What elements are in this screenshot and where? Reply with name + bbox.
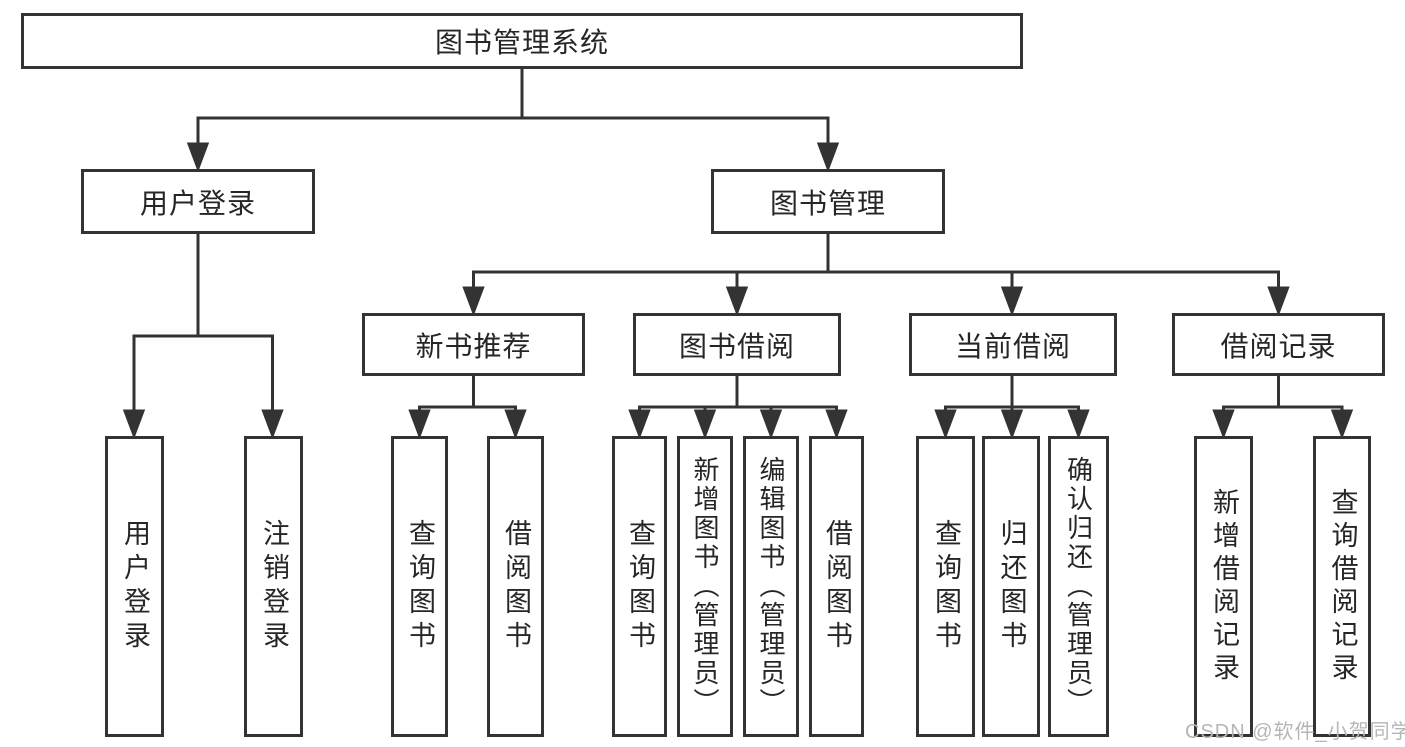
node-label: 注销登录 [259,518,289,655]
node-book-management: 图书管理 [711,169,945,234]
node-label: 图书借阅 [678,330,795,362]
node-label: 图书管理 [769,187,886,219]
leaf-add-borrow-record: 新增借阅记录 [1194,436,1253,737]
node-user-login: 用户登录 [81,169,315,234]
node-label: 图书管理系统 [434,27,609,58]
leaf-query-books-recommend: 查询图书 [391,436,448,737]
node-label: 查询借阅记录 [1327,487,1358,686]
leaf-query-books-borrow: 查询图书 [612,436,667,737]
node-book-borrow: 图书借阅 [633,313,841,376]
node-label: 用户登录 [120,518,150,655]
node-label: 编辑图书（管理员） [756,456,786,717]
leaf-logout: 注销登录 [244,436,303,737]
leaf-add-book-admin: 新增图书（管理员） [677,436,733,737]
node-label: 查询图书 [405,518,435,655]
leaf-confirm-return-admin: 确认归还（管理员） [1048,436,1109,737]
leaf-query-books-current: 查询图书 [916,436,975,737]
node-label: 借阅图书 [501,518,531,655]
leaf-user-login: 用户登录 [105,436,164,737]
node-new-book-recommend: 新书推荐 [362,313,585,376]
leaf-return-book: 归还图书 [982,436,1040,737]
node-label: 借阅图书 [822,518,852,655]
node-label: 查询图书 [931,518,961,655]
leaf-borrow-books: 借阅图书 [809,436,864,737]
leaf-borrow-books-recommend: 借阅图书 [487,436,544,737]
csdn-watermark: CSDN @软件_小贺同学 [1185,721,1405,743]
node-label: 新增借阅记录 [1209,487,1239,686]
node-label: 当前借阅 [954,330,1071,362]
leaf-query-borrow-record: 查询借阅记录 [1313,436,1371,737]
node-current-borrow: 当前借阅 [909,313,1117,376]
node-label: 查询图书 [625,518,655,655]
node-label: 归还图书 [996,518,1027,655]
node-borrow-records: 借阅记录 [1172,313,1385,376]
node-label: 确认归还（管理员） [1063,456,1094,717]
node-label: 借阅记录 [1220,330,1337,362]
node-label: 新书推荐 [415,330,532,362]
node-label: 新增图书（管理员） [690,456,720,717]
node-label: 用户登录 [139,187,256,219]
leaf-edit-book-admin: 编辑图书（管理员） [743,436,799,737]
node-library-system: 图书管理系统 [21,13,1023,69]
